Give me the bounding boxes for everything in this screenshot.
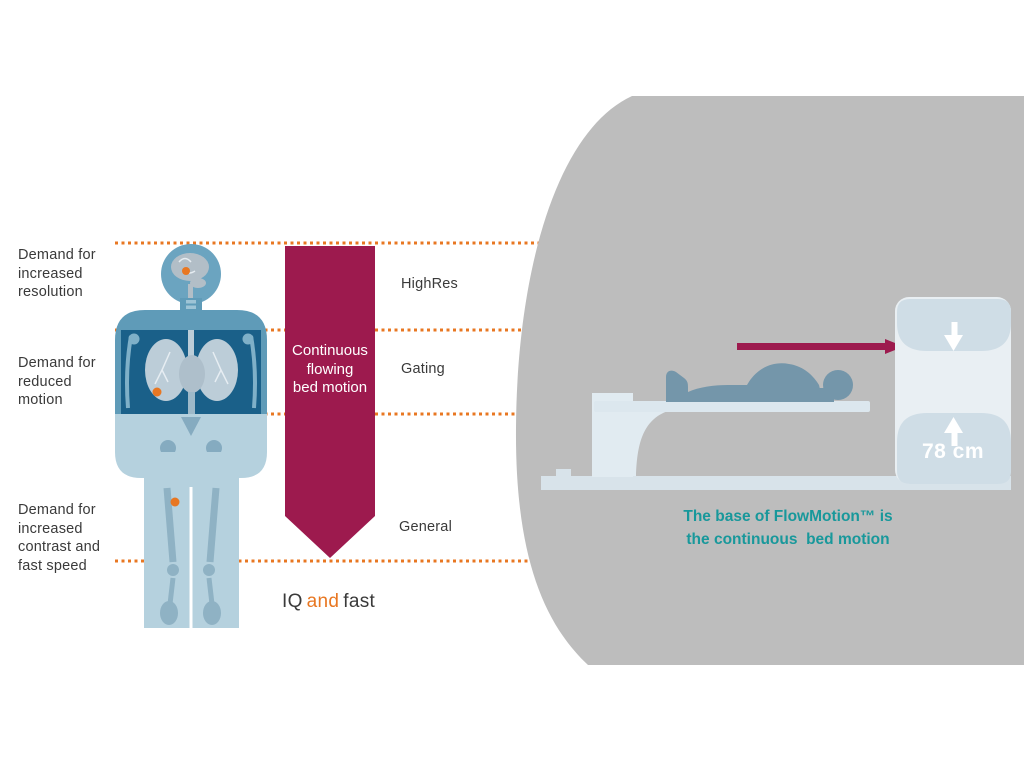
foot-bone [203, 601, 221, 625]
trachea [188, 330, 194, 358]
down-arrow-icon [944, 322, 963, 351]
left-lung [145, 339, 187, 401]
mode-label-gating: Gating [401, 361, 445, 377]
sacrum [181, 417, 201, 436]
femur-bone [163, 487, 177, 563]
banner-arrow-tip [285, 516, 375, 558]
demand-line: increased [18, 520, 83, 537]
femur-bone [206, 487, 220, 563]
tagline-and: and [306, 591, 340, 612]
up-arrow-icon [944, 417, 963, 446]
demand-line: reduced [18, 373, 72, 390]
leg-gap [189, 487, 193, 628]
motion-arrow-shaft [737, 343, 885, 350]
bed-motion-arrow-icon [737, 339, 904, 354]
patient-head [823, 370, 853, 400]
bronchi [212, 351, 229, 385]
tagline-iq: IQ [282, 591, 303, 612]
patient-body [666, 363, 823, 402]
bronchi [154, 351, 171, 385]
flowmotion-caption: The base of FlowMotion™ is the continuou… [628, 506, 948, 551]
arm-bone [125, 335, 133, 409]
banner-line: bed motion [292, 379, 368, 396]
focus-dot-chest [152, 387, 162, 397]
floor-step [556, 469, 571, 477]
demand-label-motion: Demand for reduced motion [18, 354, 96, 410]
demand-label-contrast-speed: Demand for increased contrast and fast s… [18, 501, 100, 575]
demand-line: increased [18, 265, 83, 282]
demand-line: Demand for [18, 247, 96, 263]
caption-line: the continuous bed motion [686, 530, 890, 548]
brainstem [188, 284, 193, 302]
demand-line: Demand for [18, 502, 96, 518]
demand-line: contrast and [18, 539, 101, 555]
knee-joint [167, 564, 179, 576]
mode-label-highres: HighRes [401, 276, 459, 292]
gantry-bottom-segment [897, 413, 1011, 484]
patient-silhouette [666, 363, 853, 402]
demand-label-resolution: Demand for increased resolution [18, 246, 96, 302]
tibia-bone [206, 577, 215, 605]
patient-anatomy-figure [115, 244, 267, 628]
bed-motion-banner [285, 246, 375, 558]
knee-joint [203, 564, 215, 576]
tibia-bone [167, 577, 176, 605]
focus-dot-thigh [170, 497, 180, 507]
brain-fold [178, 257, 192, 263]
bed-support-fillet [633, 411, 668, 476]
gantry-measurement: 78 cm [921, 440, 985, 463]
vertebra [186, 305, 196, 309]
arm-bone [249, 335, 257, 409]
demand-line: motion [18, 392, 63, 408]
foot-bone [160, 601, 178, 625]
banner-line: Continuous [292, 342, 368, 359]
demand-line: resolution [18, 284, 83, 300]
tagline-fast: fast [343, 591, 376, 612]
cerebellum [190, 278, 206, 288]
brain [171, 253, 209, 281]
banner-body [285, 246, 375, 516]
banner-label: Continuous flowing bed motion [285, 342, 375, 398]
spine [188, 392, 195, 416]
caption-line: The base of FlowMotion™ is [683, 508, 893, 525]
banner-line: flowing [306, 360, 354, 378]
mode-label-general: General [399, 519, 452, 535]
right-lung [196, 339, 238, 401]
demand-line: Demand for [18, 355, 96, 371]
motion-arrow-head [885, 339, 904, 354]
heart [179, 355, 205, 393]
floor [541, 476, 1011, 490]
scanner-scene [515, 96, 1024, 665]
demand-line: fast speed [18, 557, 87, 574]
focus-dot-head [182, 267, 190, 275]
vertebra [186, 300, 196, 304]
bed-table [594, 401, 870, 412]
gantry [895, 297, 1011, 484]
